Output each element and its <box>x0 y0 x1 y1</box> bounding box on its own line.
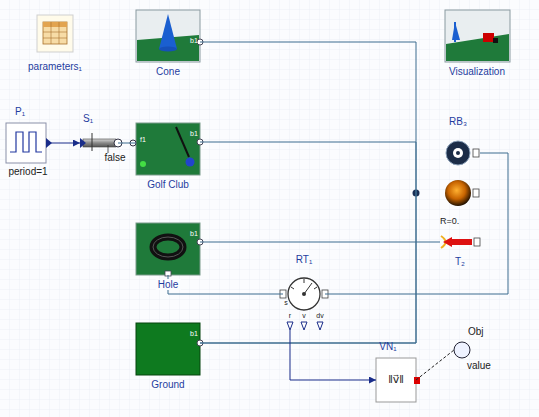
port-label: b1 <box>190 37 198 45</box>
port-label: b1 <box>190 330 198 338</box>
cone-icon <box>136 10 203 62</box>
visualization-icon <box>445 10 510 62</box>
hole-icon <box>136 223 203 276</box>
relative-sensor-icon <box>280 278 328 330</box>
ground-icon <box>136 323 203 375</box>
signal-connection <box>290 330 376 380</box>
hole-block: Holeb1 <box>136 223 200 275</box>
block-label: Visualization <box>449 66 505 77</box>
block-label: P₁ <box>15 106 25 117</box>
golf-club-icon <box>130 123 203 175</box>
connection-line <box>325 153 508 294</box>
translation-arrow-icon <box>441 236 480 248</box>
parameters-block: parameters₁ <box>37 15 73 52</box>
connection-line <box>200 242 440 243</box>
pulse-source-icon <box>6 123 52 163</box>
rigid-body-icon <box>446 141 479 165</box>
port-label: s <box>284 299 288 307</box>
block-label: S₁ <box>83 113 93 124</box>
pulse-block: P₁period=1 <box>6 123 46 163</box>
block-label: RB₃ <box>449 116 467 127</box>
vector-norm-icon <box>376 358 420 402</box>
vector-norm-block: VN₁‖v⃗‖ <box>376 358 416 402</box>
block-label: T₂ <box>455 256 465 267</box>
port-label: R=0. <box>440 217 459 227</box>
connection-line <box>416 350 454 380</box>
block-label: Hole <box>156 279 181 290</box>
parameters-icon <box>37 15 73 52</box>
switch-icon <box>80 133 122 153</box>
port-label: r <box>289 312 291 320</box>
sphere-shape <box>413 180 480 206</box>
block-label: parameters₁ <box>28 61 82 72</box>
relative-sensor-block: RT₁srvdv <box>283 278 325 330</box>
cone-block: Coneb1 <box>136 10 200 62</box>
port-label: v <box>302 312 306 320</box>
block-label: Cone <box>156 66 180 77</box>
visualization-block: Visualization <box>445 10 510 62</box>
ground-block: Groundb1 <box>136 323 200 375</box>
block-label: RT₁ <box>296 254 313 265</box>
block-label: Ground <box>151 379 184 390</box>
connection-line <box>200 42 416 343</box>
port-label: f1 <box>140 136 146 144</box>
block-label: Obj <box>468 326 484 337</box>
block-label: VN₁ <box>379 341 396 352</box>
port-label: period=1 <box>8 166 47 177</box>
signal-connection <box>46 143 80 144</box>
golf-club-block: Golf Clubf1b1 <box>136 123 200 175</box>
connection-line <box>168 275 283 294</box>
switch-block: S₁false <box>80 130 118 156</box>
port-label: value <box>467 360 491 371</box>
block-label: Golf Club <box>147 179 189 190</box>
port-label: b1 <box>190 130 198 138</box>
objective-node: Objvalue <box>454 342 470 358</box>
port-label: false <box>104 152 125 163</box>
port-label: dv <box>316 312 323 320</box>
translation-block: T₂R=0. <box>440 232 480 252</box>
objective-icon <box>454 342 470 358</box>
rigid-body-block: RB₃ <box>444 140 480 166</box>
port-label: ‖v⃗‖ <box>388 373 404 385</box>
port-label: b1 <box>190 230 198 238</box>
connection-line <box>118 143 136 144</box>
